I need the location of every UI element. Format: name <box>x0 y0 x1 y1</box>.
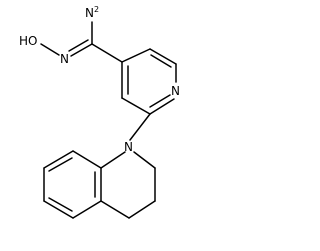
bond-benz-c5-c6-inner <box>48 197 73 212</box>
bond-quin-c3-c4 <box>128 200 156 219</box>
bond-amidine-c-n-double-b <box>68 39 89 52</box>
bond-pyr-n-c2 <box>149 98 175 115</box>
bond-amidine-c-n-double-a <box>70 43 93 57</box>
bond-n-o <box>40 43 60 56</box>
bond-pyr-c5-c6 <box>149 48 177 65</box>
bond-quin-n-c2 <box>133 151 156 169</box>
bond-benz-c4a-c5 <box>72 200 102 219</box>
bond-quin-c4-c4a <box>100 200 130 219</box>
imine-nitrogen-label: N <box>60 52 69 66</box>
quinoline-nitrogen-label: N <box>124 140 133 154</box>
bonds <box>40 21 177 219</box>
atom-labels: N 2 HO N N N <box>19 5 180 154</box>
pyridine-nitrogen-label: N <box>171 84 180 98</box>
bond-pyr-c4-c5 <box>121 48 151 63</box>
molecule-drawing: N 2 HO N N N <box>19 5 180 219</box>
bond-pyr-c2-quin-n <box>129 113 151 141</box>
bond-quin-n-c8a <box>100 151 126 169</box>
bond-pyr-c5-c6-inner <box>150 54 172 68</box>
bond-benz-c7-c8-inner <box>48 157 73 172</box>
bond-benz-c8-c8a <box>72 150 102 169</box>
bond-pyr-n-c2-inner <box>149 94 171 108</box>
hydroxy-label: HO <box>19 34 37 48</box>
amidine-nh2-label: N <box>85 6 94 20</box>
amidine-nh2-subscript: 2 <box>94 5 99 14</box>
bond-benz-c5-c6 <box>43 200 74 219</box>
bond-amidine-c-ring <box>91 43 123 63</box>
bond-benz-c7-c8 <box>43 150 74 169</box>
bond-pyr-c2-c3 <box>121 97 151 115</box>
